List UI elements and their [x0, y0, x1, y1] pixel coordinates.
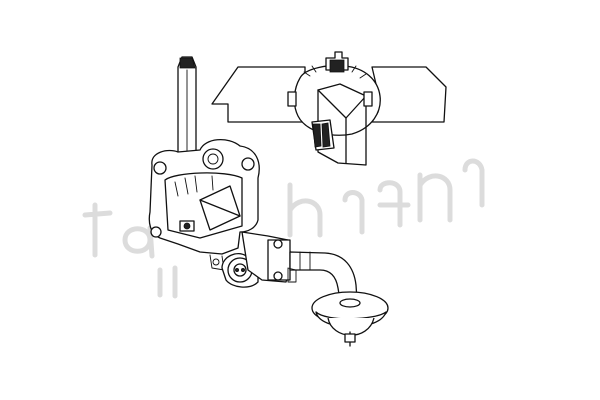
- watermark-logo: [82, 158, 485, 299]
- pump-housing: [148, 139, 260, 271]
- detail-inset-gear-section: [211, 51, 447, 166]
- pickup-tube: [241, 231, 358, 301]
- strainer-bowl: [311, 291, 389, 347]
